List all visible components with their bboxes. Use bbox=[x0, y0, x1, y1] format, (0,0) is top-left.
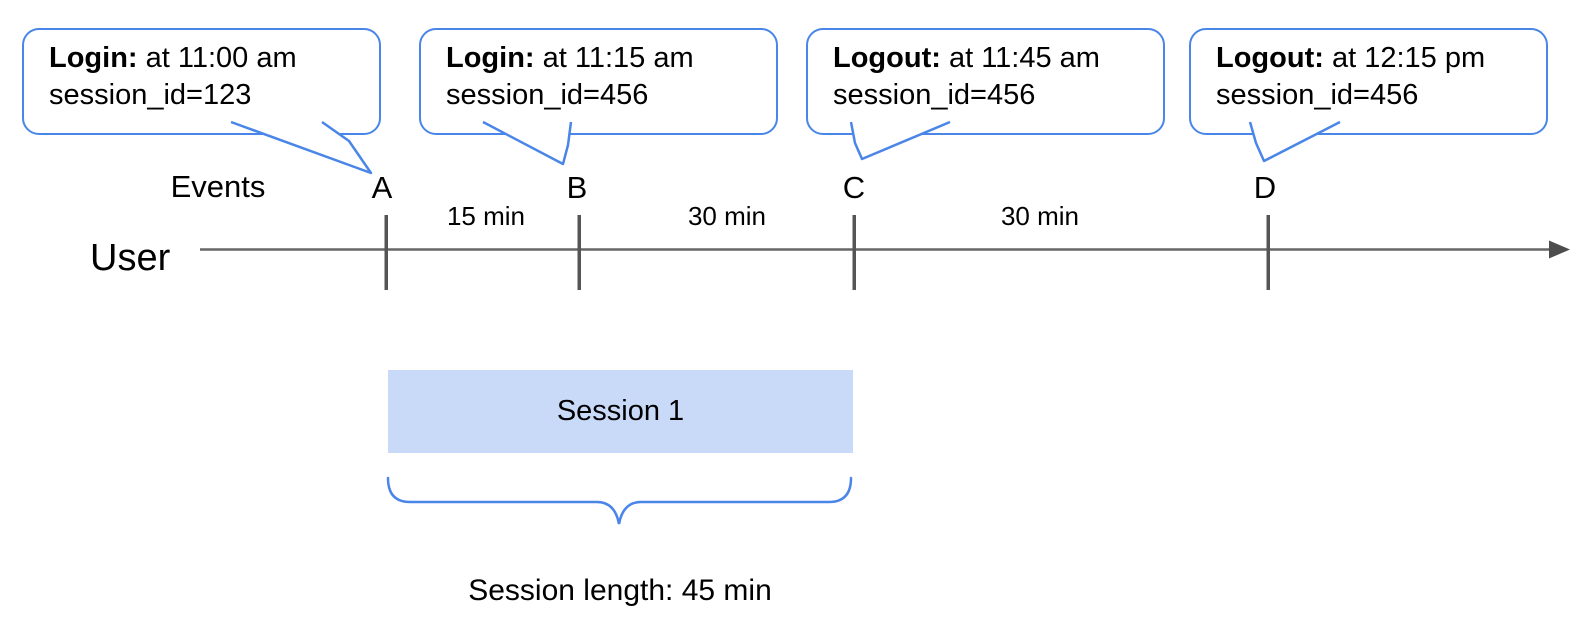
event-label-c: C bbox=[842, 170, 866, 205]
callout-logout-c: Logout: at 11:45 am session_id=456 bbox=[806, 28, 1165, 135]
user-row-label: User bbox=[90, 237, 171, 279]
callout-event-time: at 11:00 am bbox=[137, 42, 297, 74]
callout-tail-a bbox=[230, 120, 373, 175]
callout-logout-d: Logout: at 12:15 pm session_id=456 bbox=[1189, 28, 1548, 135]
callout-tail-c bbox=[849, 120, 951, 161]
callout-session-id: session_id=456 bbox=[833, 79, 1036, 111]
event-label-a: A bbox=[371, 170, 393, 205]
callout-session-id: session_id=456 bbox=[1216, 79, 1419, 111]
callout-line1: Login: at 11:00 am bbox=[49, 40, 379, 77]
callout-event-type: Login: bbox=[446, 42, 535, 74]
interval-label-a-b: 15 min bbox=[446, 201, 526, 231]
callout-event-type: Logout: bbox=[833, 42, 941, 74]
callout-line1: Logout: at 12:15 pm bbox=[1216, 40, 1546, 77]
event-tick-c bbox=[852, 215, 856, 290]
callout-event-time: at 11:15 am bbox=[534, 42, 694, 74]
callout-login-a: Login: at 11:00 am session_id=123 bbox=[22, 28, 381, 135]
callout-session-id: session_id=456 bbox=[446, 79, 649, 111]
callout-tail-d bbox=[1248, 120, 1341, 163]
event-label-b: B bbox=[566, 170, 588, 205]
interval-label-c-d: 30 min bbox=[1000, 201, 1080, 231]
session-length-caption: Session length: 45 min bbox=[468, 574, 772, 607]
event-tick-b bbox=[577, 215, 581, 290]
callout-event-type: Logout: bbox=[1216, 42, 1324, 74]
session-1-label: Session 1 bbox=[556, 395, 685, 427]
callout-session-id: session_id=123 bbox=[49, 79, 252, 111]
event-label-d: D bbox=[1253, 170, 1277, 205]
interval-label-b-c: 30 min bbox=[687, 201, 767, 231]
events-row-label: Events bbox=[170, 169, 266, 204]
callout-line1: Logout: at 11:45 am bbox=[833, 40, 1163, 77]
session-brace bbox=[386, 476, 853, 525]
callout-login-b: Login: at 11:15 am session_id=456 bbox=[419, 28, 778, 135]
session-1-bar: Session 1 bbox=[388, 370, 853, 453]
timeline-arrowhead-icon bbox=[1549, 240, 1570, 259]
callout-tail-b bbox=[482, 120, 573, 166]
callout-line1: Login: at 11:15 am bbox=[446, 40, 776, 77]
event-tick-d bbox=[1266, 215, 1270, 290]
callout-event-type: Login: bbox=[49, 42, 138, 74]
event-tick-a bbox=[384, 215, 388, 290]
callout-event-time: at 12:15 pm bbox=[1323, 42, 1486, 74]
callout-event-time: at 11:45 am bbox=[940, 42, 1100, 74]
